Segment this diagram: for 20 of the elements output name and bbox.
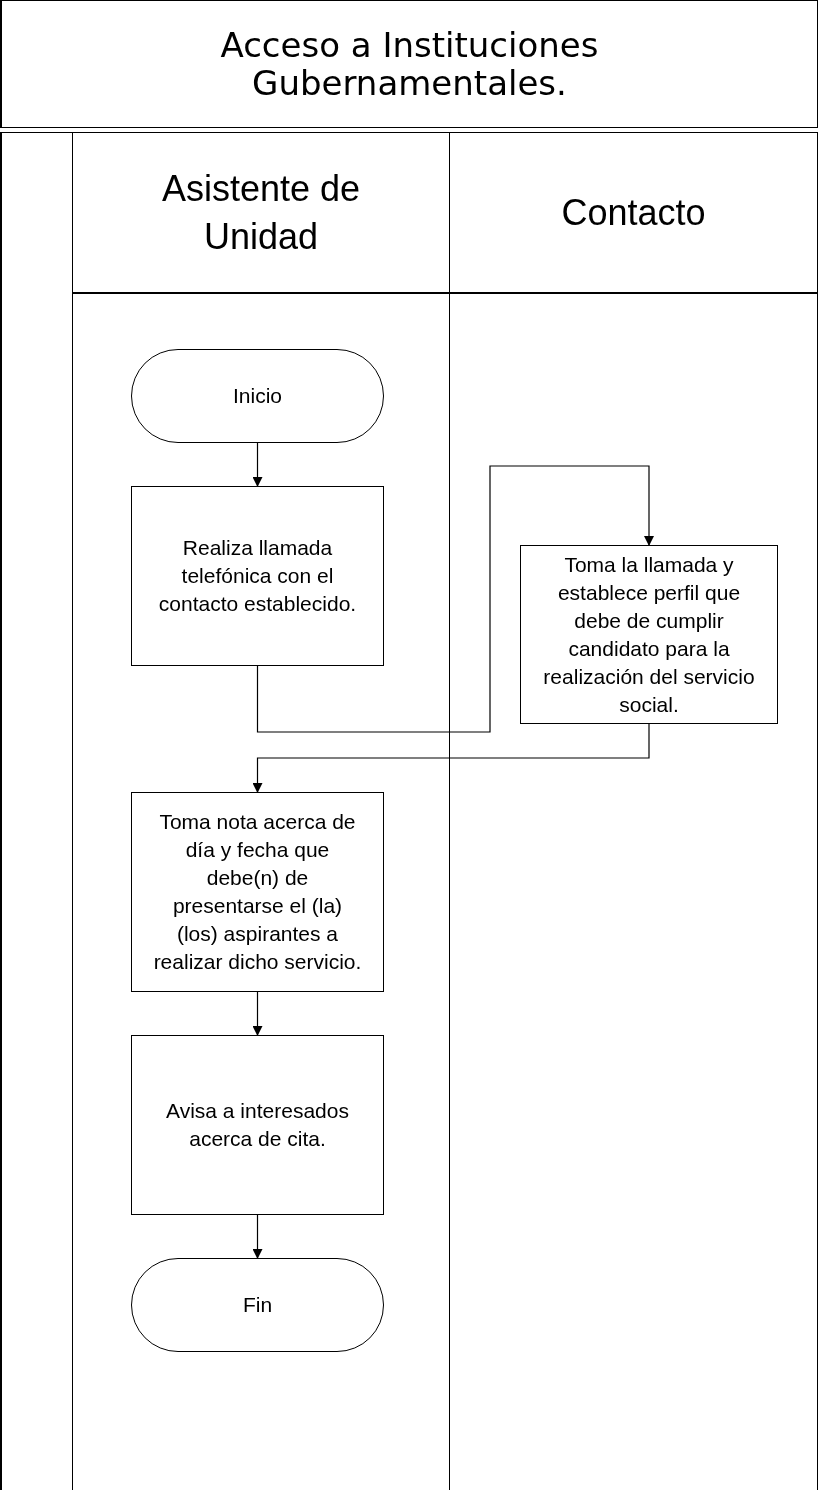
arrow [252, 442, 263, 487]
process-box [131, 486, 384, 666]
node-text: Toma nota acerca de día y fecha que debe(n) de presentarse el (la) (los) aspirantes a realizar dicho servicio. [152, 809, 363, 975]
arrow [252, 723, 650, 793]
node-text: Realiza llamada telefónica con el contacto establecido. [157, 535, 358, 617]
arrow [252, 991, 263, 1036]
swimlane [73, 133, 450, 1490]
node-text: Toma la llamada y establece perfil que debe de cumplir candidato para la realización del servicio social. [542, 551, 756, 718]
node-text: Avisa a interesados acerca de cita. [165, 1098, 350, 1152]
lane-header: Contacto [560, 190, 707, 235]
process-box [520, 545, 778, 724]
arrow [252, 1214, 263, 1259]
node-text: Fin [242, 1292, 273, 1318]
lane-header: Asistente de Unidad [160, 166, 362, 259]
diagram-title: Acceso a Instituciones Gubernamentales. [219, 26, 600, 102]
arrow [256, 465, 654, 733]
node-text: Inicio [233, 383, 282, 409]
process-box [131, 792, 384, 992]
process-box [131, 1035, 384, 1215]
swimlane [450, 133, 818, 1490]
